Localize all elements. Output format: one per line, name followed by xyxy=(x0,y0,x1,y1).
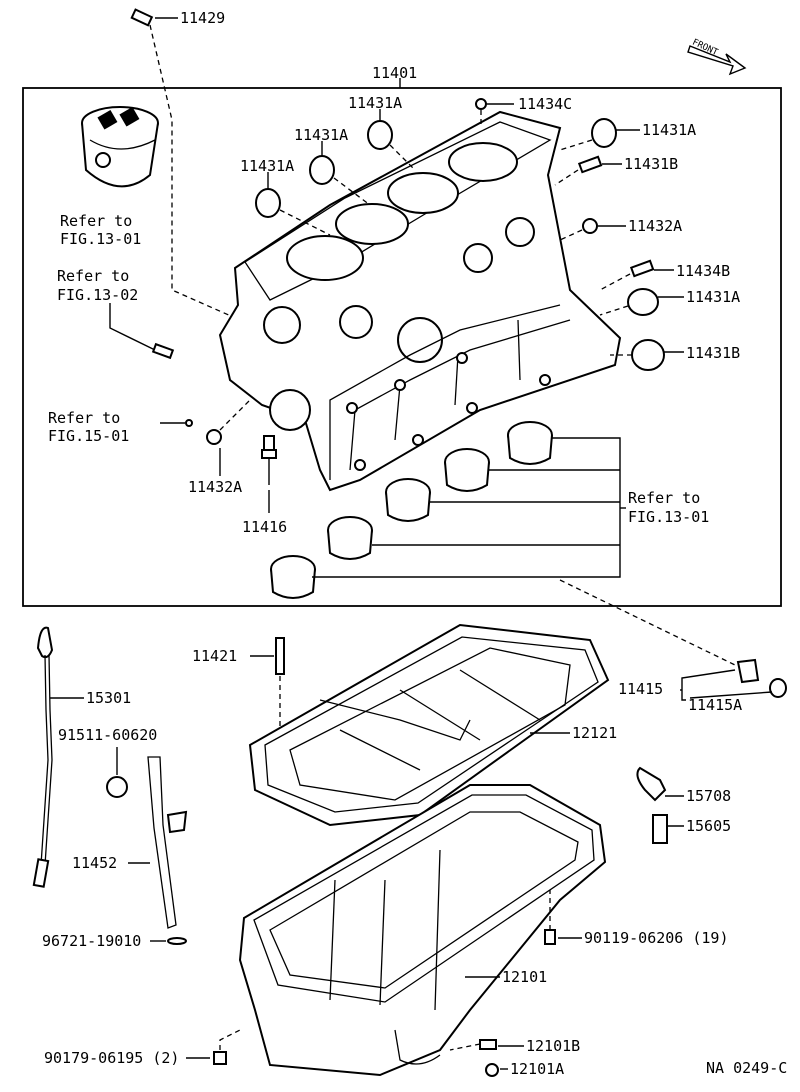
part-number-11434b: 11431B xyxy=(624,155,678,173)
plug-11431a-1 xyxy=(255,188,331,236)
part-number-11432a-1: 11432A xyxy=(628,217,682,235)
ref-fig-13-01-bearing-line2: FIG.13-01 xyxy=(628,508,709,526)
group-label: 11401 xyxy=(372,64,417,82)
gasket-15708 xyxy=(636,766,667,802)
oil-pan-baffle-12121 xyxy=(248,623,610,827)
o-ring-96721 xyxy=(167,937,187,945)
part-number-11452: 11452 xyxy=(72,854,117,872)
plug-11415 xyxy=(736,658,787,698)
dipstick-15301 xyxy=(32,626,54,888)
nut-90179-06195 xyxy=(213,1029,241,1065)
part-number-11434d: 11434B xyxy=(676,262,730,280)
plug-11431b xyxy=(610,339,665,371)
part-number-91511-60620: 91511-60620 xyxy=(58,726,157,744)
cylinder-block xyxy=(218,110,622,492)
front-arrow-icon: FRONT xyxy=(687,38,747,76)
ref-fig-13-02-line1: Refer to xyxy=(57,267,129,285)
part-number-11429: 11429 xyxy=(180,9,225,27)
figure-code: NA 0249-C xyxy=(706,1059,787,1077)
bolt-91511-60620 xyxy=(106,747,128,798)
ref-fig-15-01-line1: Refer to xyxy=(48,409,120,427)
part-number-11415: 11415 xyxy=(618,680,663,698)
stud-11421 xyxy=(275,637,285,730)
part-number-96721-19010: 96721-19010 xyxy=(42,932,141,950)
drain-plug-15605 xyxy=(652,814,668,844)
part-number-12101b: 12101B xyxy=(526,1037,580,1055)
plug-11432a-2 xyxy=(206,399,251,476)
plug-11429 xyxy=(130,8,241,321)
plug-11434d xyxy=(599,259,655,291)
part-number-15605: 15605 xyxy=(686,817,731,835)
cylinder-block-group-frame xyxy=(22,87,782,607)
ref-fig-13-01-piston-line2: FIG.13-01 xyxy=(60,230,141,248)
bolt-11416 xyxy=(261,435,277,513)
guide-tube-11452 xyxy=(147,756,188,929)
part-number-11431a-2: 11431A xyxy=(294,126,348,144)
crank-bearings xyxy=(270,421,553,599)
part-number-11434c: 11434C xyxy=(518,95,572,113)
bolt-90119-06206 xyxy=(544,890,556,945)
gasket-12101b xyxy=(449,1039,497,1051)
part-number-90119-06206: 90119-06206 (19) xyxy=(584,929,729,947)
part-number-11416: 11416 xyxy=(242,518,287,536)
ref-fig-13-02-line2: FIG.13-02 xyxy=(57,286,138,304)
part-number-11431a-4: 11431A xyxy=(642,121,696,139)
part-number-15301: 15301 xyxy=(86,689,131,707)
part-number-90179-06195: 90179-06195 (2) xyxy=(44,1049,179,1067)
part-number-11415a: 11415A xyxy=(688,696,742,714)
part-number-11431a-5: 11431A xyxy=(686,288,740,306)
part-number-15708: 15708 xyxy=(686,787,731,805)
ref-fig-15-01-line2: FIG.15-01 xyxy=(48,427,129,445)
plug-11431a-3 xyxy=(367,120,416,171)
plug-11432a-1 xyxy=(559,218,598,241)
ref-fig-13-01-piston-line1: Refer to xyxy=(60,212,132,230)
plug-11431a-5 xyxy=(599,288,659,316)
part-number-11432a-2: 11432A xyxy=(188,478,242,496)
piston xyxy=(81,106,159,188)
part-number-11431a-1: 11431A xyxy=(240,157,294,175)
plug-11431a-4 xyxy=(559,118,617,151)
part-number-11431b: 11431B xyxy=(686,344,740,362)
plug-11434c xyxy=(475,98,487,128)
oil-pan-12101 xyxy=(238,784,607,1077)
plug-12101a xyxy=(485,1063,499,1077)
part-number-11431a-3: 11431A xyxy=(348,94,402,112)
part-number-12121: 12121 xyxy=(572,724,617,742)
part-number-11421: 11421 xyxy=(192,647,237,665)
part-number-12101a: 12101A xyxy=(510,1060,564,1078)
part-number-12101: 12101 xyxy=(502,968,547,986)
ref-fig-13-01-bearing-line1: Refer to xyxy=(628,489,700,507)
plug-11434b xyxy=(554,155,603,186)
